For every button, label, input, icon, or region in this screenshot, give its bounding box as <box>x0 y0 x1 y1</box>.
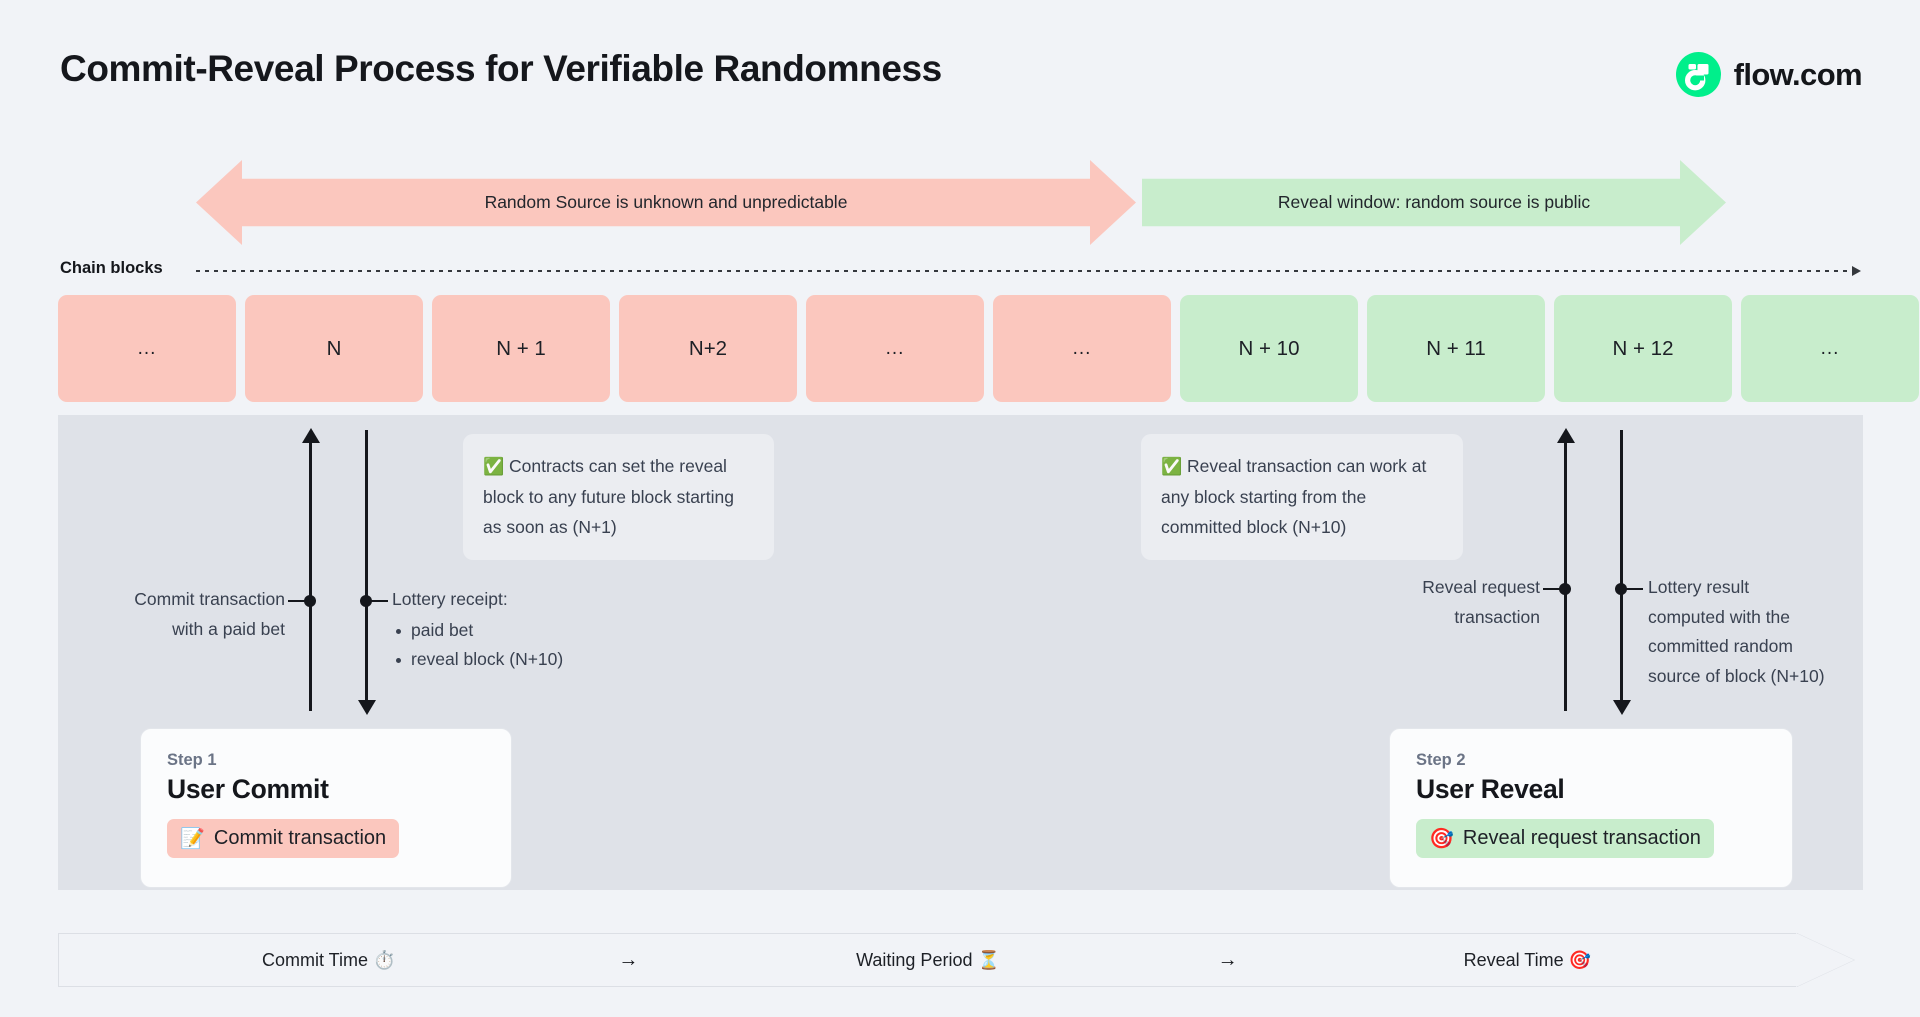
chain-block[interactable]: N + 1 <box>432 295 610 402</box>
annotation-receipt-list: paid bet reveal block (N+10) <box>392 616 672 675</box>
banner-unpredictable-label: Random Source is unknown and unpredictab… <box>484 192 848 212</box>
chain-block[interactable]: ... <box>993 295 1171 402</box>
annotation-reveal-line1: Reveal request <box>1422 577 1540 597</box>
step-2-chip[interactable]: 🎯 Reveal request transaction <box>1416 819 1714 858</box>
banner-unpredictable: Random Source is unknown and unpredictab… <box>196 160 1136 245</box>
receipt-stub-line <box>366 600 388 603</box>
step-2-title: User Reveal <box>1416 774 1565 804</box>
reveal-connector-line <box>1564 441 1567 711</box>
annotation-reveal-line2: transaction <box>1454 606 1540 627</box>
step-2-chip-label: Reveal request transaction <box>1462 827 1701 849</box>
annotation-lottery-result: Lottery result computed with the committ… <box>1648 573 1878 691</box>
result-arrow-down-icon <box>1613 700 1631 715</box>
step-1-title: User Commit <box>167 774 329 804</box>
memo-icon: 📝 <box>180 828 205 850</box>
chain-block[interactable]: ... <box>1741 295 1919 402</box>
receipt-arrow-down-icon <box>358 700 376 715</box>
annotation-result-line3: committed random <box>1648 636 1793 656</box>
timeline-arrow-icon: → <box>618 948 639 971</box>
annotation-result-line4: source of block (N+10) <box>1648 665 1825 686</box>
reveal-arrow-up-icon <box>1557 428 1575 443</box>
chain-block[interactable]: N <box>245 295 423 402</box>
reveal-stub-line <box>1543 588 1565 591</box>
callout-contracts-reveal-block: ✅ Contracts can set the reveal block to … <box>463 434 774 560</box>
commit-arrow-up-icon <box>302 428 320 443</box>
annotation-reveal-request: Reveal request transaction <box>1340 573 1540 632</box>
brand-name: flow.com <box>1733 56 1863 92</box>
step-1-kicker: Step 1 <box>167 751 217 769</box>
banner-reveal-window-label: Reveal window: random source is public <box>1277 192 1591 212</box>
step-2-kicker: Step 2 <box>1416 751 1466 769</box>
chain-axis-arrow-icon <box>196 266 1861 276</box>
reveal-node-dot <box>1559 583 1571 595</box>
check-icon: ✅ <box>1161 457 1183 476</box>
chain-block-strip: ... N N + 1 N+2 ... ... N + 10 N + 11 N … <box>58 295 1919 402</box>
list-item: reveal block (N+10) <box>392 645 672 675</box>
timeline-segment-waiting-period: Waiting Period ⏳ <box>856 949 1000 970</box>
annotation-commit-transaction: Commit transaction with a paid bet <box>60 585 285 644</box>
chain-block[interactable]: N+2 <box>619 295 797 402</box>
annotation-commit-line1: Commit transaction <box>134 589 285 609</box>
annotation-result-line2: computed with the <box>1648 606 1791 627</box>
banner-reveal-window: Reveal window: random source is public <box>1142 160 1726 245</box>
target-icon: 🎯 <box>1429 828 1454 850</box>
timeline-segment-reveal-time: Reveal Time 🎯 <box>1463 949 1592 970</box>
chain-block[interactable]: N + 11 <box>1367 295 1545 402</box>
chain-block[interactable]: N + 12 <box>1554 295 1732 402</box>
commit-node-dot <box>304 595 316 607</box>
commit-connector-line <box>309 441 312 711</box>
timeline-segment-commit-time: Commit Time ⏱️ <box>261 949 396 970</box>
step-card-user-reveal[interactable]: Step 2 User Reveal 🎯 Reveal request tran… <box>1389 728 1793 888</box>
result-stub-line <box>1621 588 1643 591</box>
result-connector-line <box>1620 430 1623 702</box>
phase-banner-row: Random Source is unknown and unpredictab… <box>0 160 1920 245</box>
list-item: paid bet <box>392 616 672 646</box>
phase-timeline-bar: Commit Time ⏱️ → Waiting Period ⏳ → Reve… <box>58 933 1798 987</box>
chain-blocks-label: Chain blocks <box>60 259 163 277</box>
brand-logo: flow.com <box>1675 52 1863 97</box>
annotation-result-line1: Lottery result <box>1648 577 1750 597</box>
annotation-commit-line2: with a paid bet <box>172 618 285 639</box>
annotation-receipt-title: Lottery receipt: <box>392 589 508 609</box>
annotation-lottery-receipt: Lottery receipt: paid bet reveal block (… <box>392 585 672 675</box>
callout-reveal-text: Reveal transaction can work at any block… <box>1161 456 1427 537</box>
flow-logo-icon <box>1675 52 1721 97</box>
check-icon: ✅ <box>483 457 505 476</box>
commit-stub-line <box>288 600 310 603</box>
chain-block[interactable]: N + 10 <box>1180 295 1358 402</box>
chain-block[interactable]: ... <box>806 295 984 402</box>
timeline-arrow-icon: → <box>1217 948 1238 971</box>
callout-reveal-transaction: ✅ Reveal transaction can work at any blo… <box>1141 434 1463 560</box>
callout-contracts-text: Contracts can set the reveal block to an… <box>483 456 734 537</box>
receipt-connector-line <box>365 430 368 702</box>
step-1-chip[interactable]: 📝 Commit transaction <box>167 819 400 858</box>
chain-block[interactable]: ... <box>58 295 236 402</box>
step-card-user-commit[interactable]: Step 1 User Commit 📝 Commit transaction <box>140 728 512 888</box>
timeline-arrow-point-icon <box>1796 933 1854 987</box>
step-1-chip-label: Commit transaction <box>213 827 387 849</box>
page-title: Commit-Reveal Process for Verifiable Ran… <box>60 48 942 89</box>
